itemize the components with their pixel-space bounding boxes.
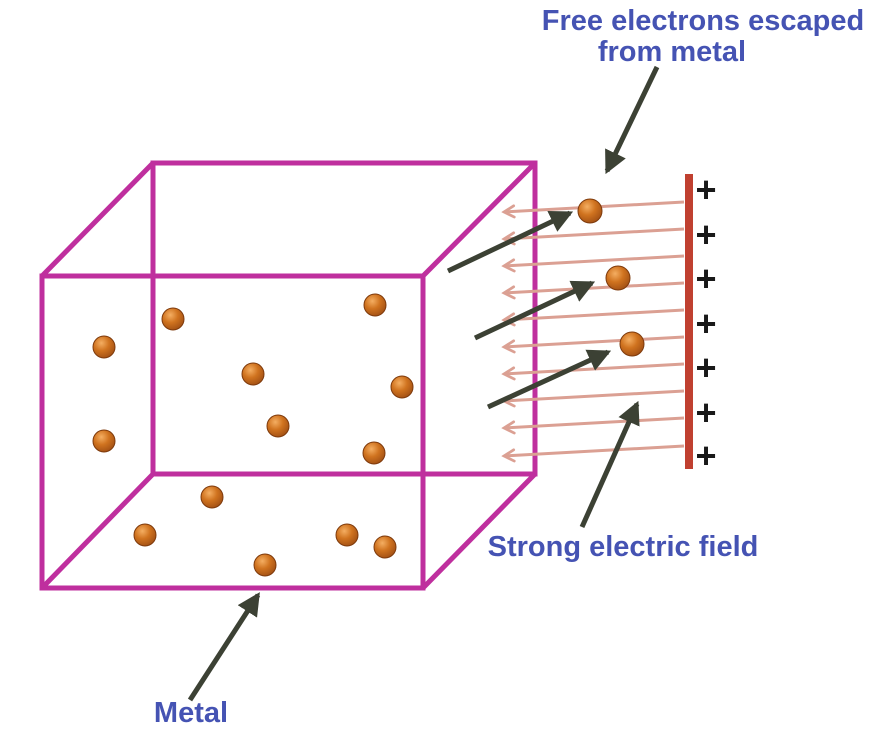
electron-inside-metal — [241, 362, 265, 386]
strong-electric-field-label: Strong electric field — [488, 531, 759, 563]
field-pointer-arrow — [579, 400, 640, 529]
field-line-arrow — [504, 254, 685, 266]
plus-sign: + — [695, 347, 716, 388]
escape-pointer-arrow-3 — [486, 349, 612, 410]
field-line-arrow — [504, 444, 685, 456]
electron-inside-metal — [161, 307, 185, 331]
field-line-arrow — [504, 389, 685, 401]
electron-inside-metal — [92, 335, 116, 359]
electrons — [92, 198, 645, 577]
box-depth-edge — [40, 161, 155, 278]
electric-field-lines — [504, 200, 685, 456]
plus-sign: + — [695, 169, 716, 210]
box-back-face — [150, 160, 538, 477]
field-line-arrow — [504, 362, 685, 374]
electron-inside-metal — [363, 293, 387, 317]
plus-charge-signs: +++++++ — [695, 169, 716, 476]
electron-inside-metal — [253, 553, 277, 577]
electron-inside-metal — [335, 523, 359, 547]
electron-inside-metal — [362, 441, 386, 465]
title-pointer-arrow — [604, 65, 660, 175]
metal-pointer-arrow — [187, 592, 261, 702]
electron-inside-metal — [200, 485, 224, 509]
electron-inside-metal — [390, 375, 414, 399]
annotation-pointer-arrows — [187, 65, 660, 702]
plus-sign: + — [695, 258, 716, 299]
box-front-face — [39, 273, 426, 591]
metal-box-wireframe — [39, 160, 538, 591]
electron-inside-metal — [133, 523, 157, 547]
box-depth-edge — [421, 161, 537, 278]
field-line-arrow — [504, 308, 685, 320]
plus-sign: + — [695, 303, 716, 344]
field-line-arrow — [504, 335, 685, 347]
electron-escaped — [619, 331, 645, 357]
metal-label: Metal — [154, 697, 228, 729]
field-line-arrow — [504, 227, 685, 239]
electron-inside-metal — [266, 414, 290, 438]
field-line-arrow — [504, 416, 685, 428]
electron-escaped — [577, 198, 603, 224]
box-depth-edge — [40, 472, 155, 590]
free-electrons-label-line1: Free electrons escaped — [542, 5, 864, 37]
free-electrons-label-line2: from metal — [598, 36, 746, 68]
escape-pointer-arrow-2 — [473, 280, 596, 341]
escape-pointer-arrow-1 — [446, 210, 574, 274]
electron-escaped — [605, 265, 631, 291]
electron-inside-metal — [92, 429, 116, 453]
field-line-arrow — [504, 281, 685, 293]
plus-sign: + — [695, 435, 716, 476]
plus-sign: + — [695, 392, 716, 433]
plus-sign: + — [695, 214, 716, 255]
box-depth-edge — [421, 472, 537, 590]
electron-inside-metal — [373, 535, 397, 559]
